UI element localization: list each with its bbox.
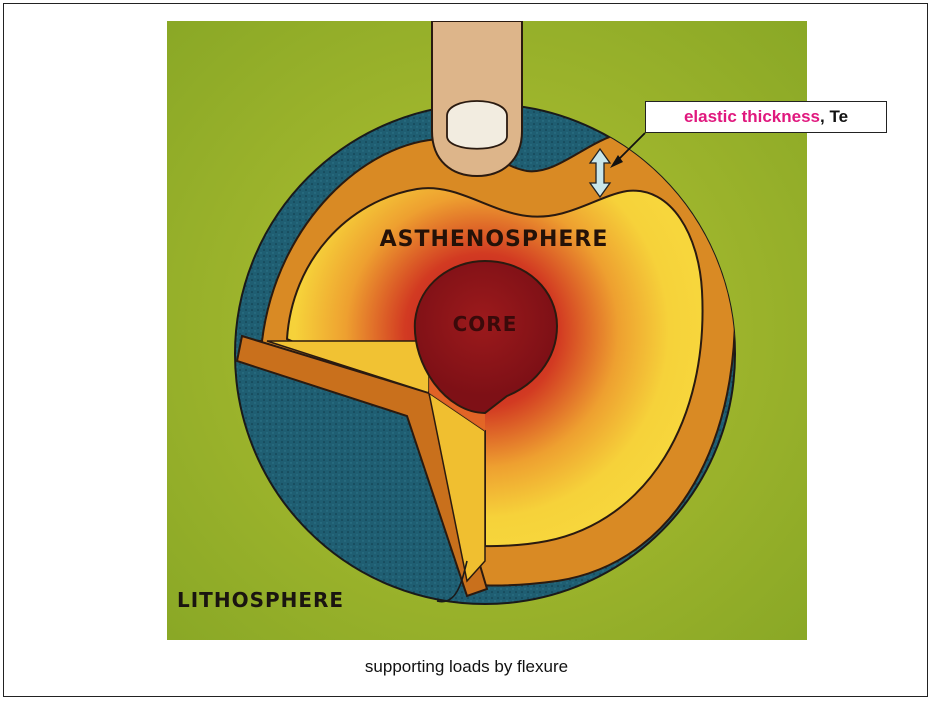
label-asthenosphere: ASTHENOSPHERE xyxy=(380,227,609,252)
callout-highlight: elastic thickness xyxy=(684,107,820,127)
label-core: CORE xyxy=(453,312,518,336)
finger xyxy=(432,21,522,176)
label-lithosphere: LITHOSPHERE xyxy=(177,588,344,612)
figure-caption: supporting loads by flexure xyxy=(0,657,933,677)
elastic-thickness-callout: elastic thickness, Te xyxy=(645,101,887,133)
callout-rest: , Te xyxy=(820,107,848,127)
